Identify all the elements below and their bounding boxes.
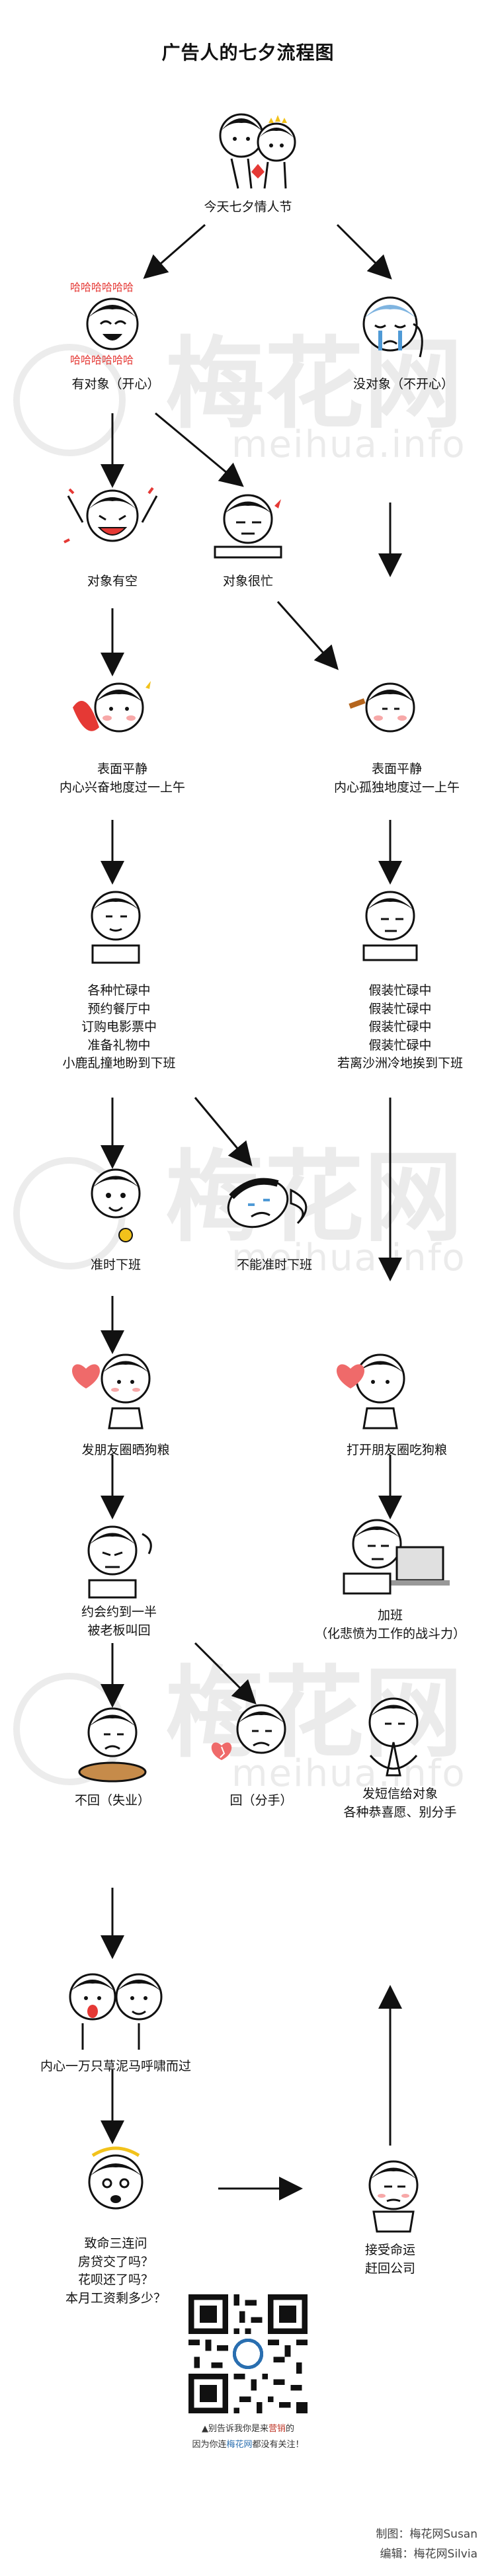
- node-moments-show: 发朋友圈晒狗粮: [81, 1443, 170, 1457]
- show-off-figure: [72, 1353, 151, 1429]
- node-soul-questions: 致命三连问 房贷交了吗？ 花呗还了吗？ 本月工资剩多少？: [65, 2236, 166, 2306]
- watermark-2: 梅花网 meihua.info: [13, 1124, 489, 1296]
- credit-editor: 编辑：梅花网Silvia: [380, 2548, 477, 2561]
- arrow: [336, 223, 392, 280]
- watermark-site: meihua.info: [231, 423, 466, 466]
- node-fake-busy: 假装忙碌中 假装忙碌中 假装忙碌中 假装忙碌中 若离沙洲冷地挨到下班: [337, 983, 463, 1071]
- busy-work-figure: [91, 891, 141, 964]
- node-date-called: 约会约到一半 被老板叫回: [81, 1605, 157, 1638]
- qr-caption-brand: 梅花网: [226, 2440, 253, 2450]
- node-moments-eat: 打开朋友圈吃狗粮: [346, 1443, 447, 1457]
- node-accept-fate: 接受命运 赶回公司: [364, 2243, 415, 2276]
- node-not-on-time: 不能准时下班: [236, 1258, 312, 1272]
- qr-caption-text: 都没有关注！: [252, 2440, 304, 2450]
- calm-lonely-figure: [349, 682, 415, 733]
- praying-figure: [368, 1697, 419, 1777]
- screaming-pair-figure: [69, 1973, 163, 2050]
- cheer-figure: [63, 487, 158, 543]
- overtime-figure: [343, 1519, 450, 1595]
- calm-happy-figure: [73, 681, 151, 733]
- watermark-brand: 梅花网: [165, 1139, 464, 1256]
- node-no-partner: 没对象（不开心）: [352, 377, 454, 391]
- node-calm-happy: 表面平静 内心兴奋地度过一上午: [59, 762, 185, 795]
- page-title: 广告人的七夕流程图: [161, 42, 335, 63]
- unemployed-figure: [78, 1707, 147, 1783]
- node-partner-busy: 对象很忙: [222, 574, 273, 588]
- crying-figure: [227, 1178, 308, 1228]
- node-on-time: 准时下班: [90, 1258, 141, 1272]
- fake-busy-figure: [362, 891, 418, 961]
- busy-figure: [214, 494, 282, 559]
- qr-caption-line-1: ▲别告诉我你是来营销的: [132, 2423, 364, 2436]
- node-busy-work: 各种忙碌中 预约餐厅中 订购电影票中 准备礼物中 小鹿乱撞地盼到下班: [62, 983, 176, 1071]
- node-inner-thoughts: 内心一万只草泥马呼啸而过: [40, 2059, 191, 2073]
- arrow: [194, 1097, 253, 1166]
- node-partner-free: 对象有空: [87, 574, 138, 588]
- arrow: [155, 412, 244, 487]
- qr-caption-highlight: 营销: [268, 2424, 286, 2434]
- happy-figure: 哈哈哈哈哈哈 哈哈哈哈哈哈: [70, 281, 139, 366]
- called-back-figure: [87, 1525, 152, 1599]
- arrow: [276, 601, 339, 670]
- node-start: 今天七夕情人节: [204, 200, 292, 214]
- node-return-breakup: 回（分手）: [229, 1793, 293, 1808]
- qr-caption-text: 的: [286, 2424, 295, 2434]
- watermark-1: 梅花网 meihua.info: [13, 311, 489, 483]
- node-overtime: 加班 （化悲愤为工作的战斗力）: [314, 1608, 466, 1641]
- sad-figure: [362, 296, 423, 358]
- couple-figure: [219, 113, 296, 189]
- arrow: [194, 1642, 257, 1705]
- questioned-figure: [88, 2146, 144, 2210]
- arrow: [143, 223, 206, 279]
- qr-caption-text: 因为你连: [192, 2440, 227, 2450]
- accept-figure: [368, 2160, 419, 2233]
- node-calm-lonely: 表面平静 内心孤独地度过一上午: [333, 762, 460, 795]
- watermark-logo-icon: [13, 344, 126, 456]
- watermark-site: meihua.info: [231, 1752, 466, 1795]
- watermark-brand: 梅花网: [165, 326, 464, 442]
- node-not-return: 不回（失业）: [74, 1793, 150, 1808]
- qr-caption-line-2: 因为你连梅花网都没有关注！: [132, 2438, 364, 2452]
- on-time-figure: [91, 1168, 141, 1242]
- node-has-partner: 有对象（开心）: [71, 377, 160, 391]
- credit-maker: 制图：梅花网Susan: [376, 2528, 477, 2541]
- qr-code[interactable]: [188, 2294, 308, 2413]
- breakup-figure: [211, 1704, 286, 1760]
- node-wish-partner: 发短信给对象 各种恭喜愿、别分手: [343, 1787, 457, 1820]
- watermark-site: meihua.info: [231, 1236, 466, 1279]
- envy-figure: [337, 1353, 405, 1429]
- qr-caption-text: ▲别告诉我你是来: [201, 2424, 269, 2434]
- svg-text:哈哈哈哈哈哈: 哈哈哈哈哈哈: [70, 281, 134, 294]
- svg-text:哈哈哈哈哈哈: 哈哈哈哈哈哈: [70, 354, 134, 366]
